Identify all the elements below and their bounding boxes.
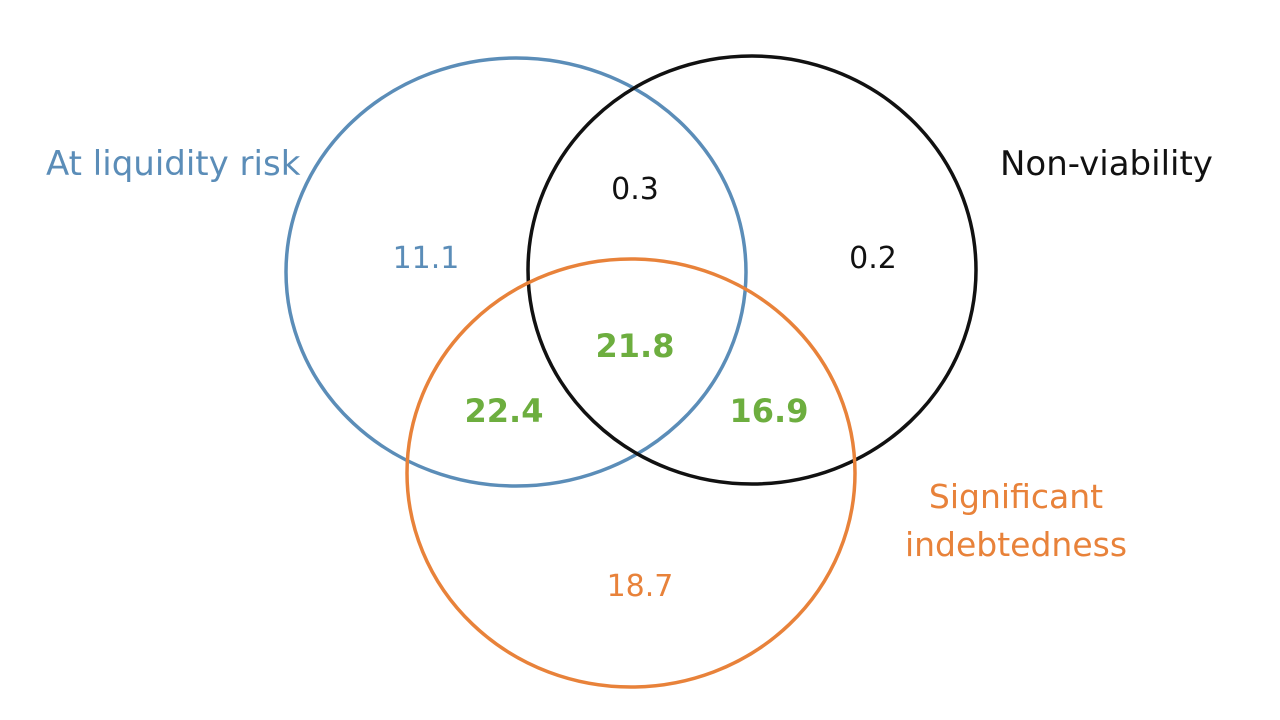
indebtedness-label-line1: Significant [929,477,1103,516]
indebtedness-label-line2: indebtedness [905,525,1127,564]
region-all-three-value: 21.8 [596,327,675,365]
region-liquidity-only-value: 11.1 [393,241,460,276]
region-indebtedness-only-value: 18.7 [607,569,674,604]
region-liquidity-viability-value: 0.3 [611,172,659,207]
significant-indebtedness-circle [405,257,857,689]
region-viability-indebtedness-value: 16.9 [730,392,809,430]
region-viability-only-value: 0.2 [849,241,897,276]
non-viability-label: Non-viability [1000,144,1213,184]
region-liquidity-indebtedness-value: 22.4 [465,392,544,430]
liquidity-risk-circle [284,56,748,488]
non-viability-circle [526,54,978,486]
liquidity-risk-label: At liquidity risk [46,144,301,184]
